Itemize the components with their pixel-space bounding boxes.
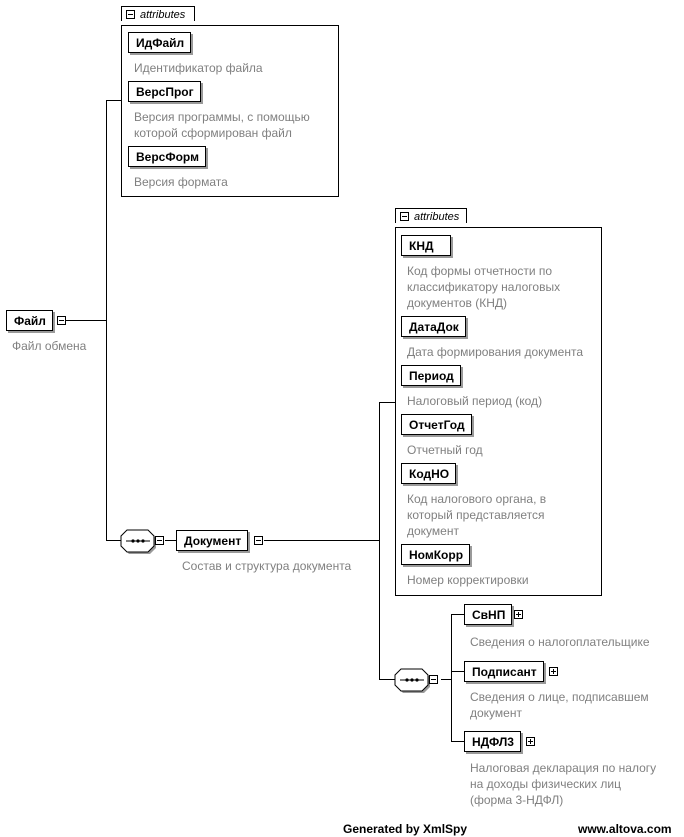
sequence-compositor-1 <box>120 529 156 554</box>
document-collapse-button[interactable] <box>254 536 263 545</box>
expand-button-svnp[interactable] <box>514 610 523 619</box>
attribute-label: НомКорр <box>409 548 464 562</box>
document-element-node[interactable]: Документ <box>176 530 249 551</box>
element-node-svnp[interactable]: СвНП <box>464 604 513 625</box>
document-attributes-tab[interactable]: attributes <box>395 208 467 223</box>
attributes-label: attributes <box>414 211 460 223</box>
attribute-description: Дата формирования документа <box>407 345 584 359</box>
attribute-label: Период <box>409 369 454 383</box>
sequence-compositor-2 <box>394 668 430 693</box>
element-description: Налоговая декларация по налогу на доходы… <box>470 761 657 807</box>
attribute-description: Код налогового органа, в который предста… <box>407 492 547 538</box>
attribute-label: КНД <box>409 239 434 253</box>
attribute-node-period[interactable]: Период <box>401 365 461 386</box>
sequence-collapse-button-2[interactable] <box>429 675 438 684</box>
attribute-description: Номер корректировки <box>407 573 529 587</box>
attribute-label: ОтчетГод <box>409 418 465 432</box>
document-attributes-box <box>395 227 602 596</box>
element-label: НДФЛ3 <box>472 735 514 749</box>
attribute-label: ИдФайл <box>136 36 185 50</box>
element-label: СвНП <box>472 608 506 622</box>
attribute-description: Код формы отчетности по классификатору н… <box>407 264 561 310</box>
element-description: Сведения о налогоплательщике <box>470 635 650 649</box>
attribute-node-knd[interactable]: КНД <box>401 235 451 256</box>
attribute-node-kodno[interactable]: КодНО <box>401 463 457 484</box>
collapse-icon[interactable] <box>126 10 135 19</box>
element-node-ndfl3[interactable]: НДФЛ3 <box>464 731 521 752</box>
footer-site-link[interactable]: www.altova.com <box>578 822 672 836</box>
root-attributes-tab[interactable]: attributes <box>121 6 195 21</box>
attribute-node-datadok[interactable]: ДатаДок <box>401 316 466 337</box>
element-node-podpisant[interactable]: Подписант <box>464 661 544 682</box>
expand-button-podpisant[interactable] <box>549 667 558 676</box>
attribute-description: Версия программы, с помощью которой сфор… <box>134 110 310 140</box>
attribute-label: ВерсФорм <box>136 150 199 164</box>
attribute-description: Идентификатор файла <box>134 61 263 75</box>
root-attributes-box <box>121 25 339 197</box>
attribute-node-idfile[interactable]: ИдФайл <box>128 32 192 53</box>
attribute-description: Налоговый период (код) <box>407 394 543 408</box>
attribute-node-versform[interactable]: ВерсФорм <box>128 146 206 167</box>
attribute-node-otchetgod[interactable]: ОтчетГод <box>401 414 472 435</box>
root-description: Файл обмена <box>12 339 87 353</box>
root-element-node[interactable]: Файл <box>6 310 53 331</box>
root-element-label: Файл <box>14 314 46 328</box>
attribute-description: Отчетный год <box>407 443 483 457</box>
sequence-collapse-button-1[interactable] <box>155 536 164 545</box>
attribute-label: КодНО <box>409 467 450 481</box>
attributes-label: attributes <box>140 9 186 21</box>
attribute-description: Версия формата <box>134 175 228 189</box>
footer-generated-text: Generated by XmlSpy <box>343 822 468 836</box>
document-description: Состав и структура документа <box>182 559 352 573</box>
root-collapse-button[interactable] <box>57 316 66 325</box>
document-element-label: Документ <box>184 534 242 548</box>
element-description: Сведения о лице, подписавшем документ <box>470 690 649 720</box>
attribute-node-versprog[interactable]: ВерсПрог <box>128 81 201 102</box>
expand-button-ndfl3[interactable] <box>526 737 535 746</box>
attribute-label: ДатаДок <box>409 320 459 334</box>
element-label: Подписант <box>472 665 537 679</box>
attribute-label: ВерсПрог <box>136 85 194 99</box>
collapse-icon[interactable] <box>400 212 409 221</box>
attribute-node-nomkorr[interactable]: НомКорр <box>401 544 471 565</box>
